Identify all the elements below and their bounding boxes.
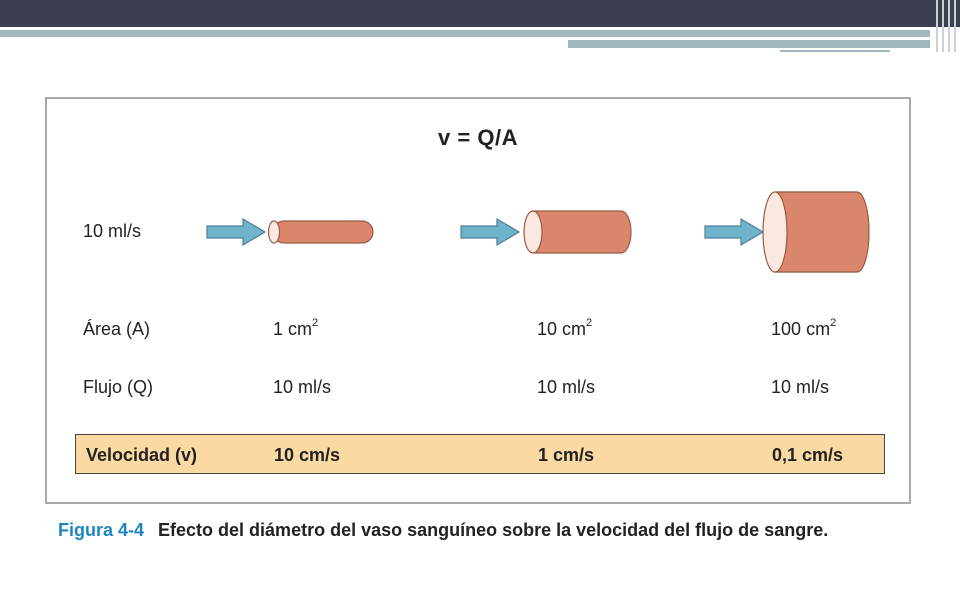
slide-edge-line bbox=[936, 0, 938, 52]
flow-arrow-icon bbox=[704, 217, 765, 247]
area-value-2: 10 cm2 bbox=[537, 317, 593, 339]
slide-top-bar bbox=[0, 0, 960, 27]
slide-edge-line bbox=[954, 0, 956, 52]
figure-caption: Figura 4-4 Efecto del diámetro del vaso s… bbox=[58, 520, 828, 541]
flow-row-label: Flujo (Q) bbox=[83, 377, 154, 397]
vessel-large bbox=[762, 191, 870, 273]
slide-stripe-decoration bbox=[0, 30, 930, 37]
velocity-row: Velocidad (v) 10 cm/s 1 cm/s 0,1 cm/s bbox=[75, 434, 885, 474]
vessel-small bbox=[267, 220, 374, 244]
slide-edge-line bbox=[942, 0, 944, 52]
slide-edge-line bbox=[948, 0, 950, 52]
flow-value-3: 10 ml/s bbox=[771, 377, 830, 397]
velocity-row-label: Velocidad (v) bbox=[86, 445, 198, 465]
flow-arrow-icon bbox=[460, 217, 521, 247]
flow-value-2: 10 ml/s bbox=[537, 377, 596, 397]
area-value-3: 100 cm2 bbox=[771, 317, 837, 339]
area-row-label: Área (A) bbox=[83, 319, 151, 339]
slide-stripe-decoration-3 bbox=[780, 50, 890, 52]
figure-number: Figura 4-4 bbox=[58, 520, 145, 540]
formula: v = Q/A bbox=[438, 125, 518, 150]
velocity-value-1: 10 cm/s bbox=[274, 445, 341, 465]
vessel-medium bbox=[523, 210, 632, 254]
velocity-value-3: 0,1 cm/s bbox=[772, 445, 844, 465]
velocity-value-2: 1 cm/s bbox=[538, 445, 595, 465]
flow-value-1: 10 ml/s bbox=[273, 377, 332, 397]
vessel-diagram bbox=[206, 191, 870, 273]
flow-rate-label: 10 ml/s bbox=[83, 221, 142, 241]
caption-text: Efecto del diámetro del vaso sanguíneo s… bbox=[158, 520, 829, 540]
figure-panel: v = Q/A 10 ml/s Área (A) 1 cm2 10 bbox=[45, 97, 911, 504]
area-value-1: 1 cm2 bbox=[273, 317, 319, 339]
slide-stripe-decoration-2 bbox=[568, 40, 930, 48]
flow-arrow-icon bbox=[206, 217, 267, 247]
